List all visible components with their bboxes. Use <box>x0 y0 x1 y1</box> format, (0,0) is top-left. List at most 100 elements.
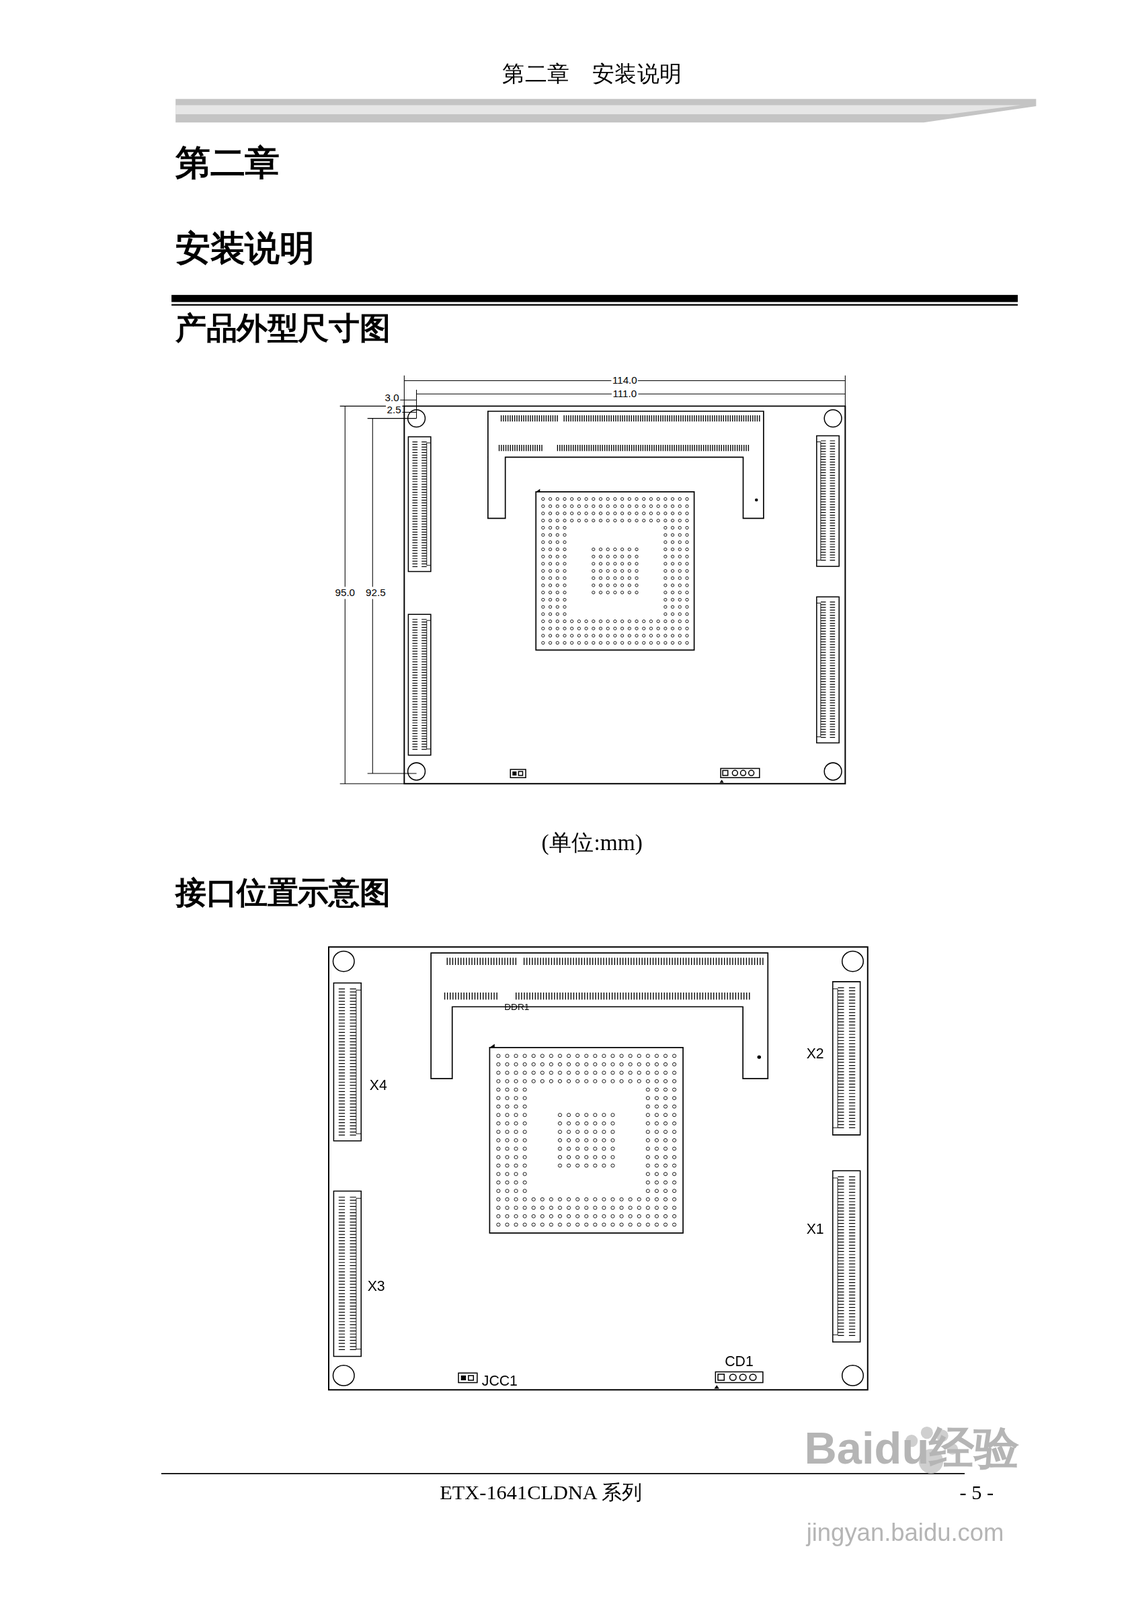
bga-ball <box>540 1206 544 1211</box>
bga-ball <box>602 1130 606 1135</box>
bga-ball <box>598 519 602 523</box>
bga-ball <box>672 1088 676 1092</box>
bga-ball <box>621 519 624 523</box>
bga-ball <box>654 1121 659 1126</box>
bga-ball <box>654 1164 659 1168</box>
bga-ball <box>505 1173 509 1177</box>
bga-package <box>489 1048 683 1234</box>
connector-outline <box>832 1171 861 1343</box>
bga-ball <box>685 598 689 601</box>
bga-ball <box>522 1062 527 1067</box>
bga-ball <box>672 1173 676 1177</box>
bga-ball <box>637 1223 641 1227</box>
bga-ball <box>628 1054 632 1059</box>
bga-ball <box>522 1173 527 1177</box>
bga-ball <box>663 1189 667 1194</box>
bga-ball <box>664 541 667 544</box>
bga-ball <box>505 1181 509 1185</box>
bga-ball <box>664 619 667 623</box>
bga-ball <box>541 547 545 551</box>
bga-ball <box>505 1197 509 1202</box>
bga-ball <box>593 1156 597 1160</box>
bga-ball <box>522 1054 527 1059</box>
bga-ball <box>611 1206 615 1211</box>
bga-ball <box>541 634 545 638</box>
bga-ball <box>606 619 610 623</box>
bga-ball <box>557 1156 562 1160</box>
bga-ball <box>557 1197 562 1202</box>
bga-ball <box>541 613 545 616</box>
bga-ball <box>628 1071 632 1075</box>
bga-ball <box>592 570 595 573</box>
bga-ball <box>627 497 631 501</box>
bga-ball <box>627 570 631 573</box>
bga-ball <box>664 497 667 501</box>
mounting-hole <box>842 1365 864 1387</box>
bga-ball <box>642 641 646 645</box>
bga-ball <box>606 570 610 573</box>
bga-ball <box>555 526 559 530</box>
bga-ball <box>576 1164 580 1168</box>
bga-ball <box>611 1164 615 1168</box>
bga-ball <box>606 555 610 558</box>
bga-ball <box>663 1164 667 1168</box>
bga-ball <box>664 576 667 580</box>
connector-outline <box>333 983 361 1142</box>
bga-ball <box>514 1189 518 1194</box>
bga-ball <box>584 1113 589 1118</box>
connector-outline <box>816 435 839 567</box>
bga-ball <box>548 584 552 587</box>
bga-ball <box>557 1062 562 1067</box>
bga-ball <box>566 1214 571 1219</box>
bga-ball <box>584 1071 589 1075</box>
bga-ball <box>555 504 559 508</box>
bga-ball <box>678 570 681 573</box>
header-bar <box>175 98 1036 123</box>
board-interface-drawing <box>328 947 868 1391</box>
bga-ball <box>505 1214 509 1219</box>
bga-ball <box>678 613 681 616</box>
bga-ball <box>654 1214 659 1219</box>
bga-ball <box>611 1147 615 1151</box>
bga-ball <box>555 555 559 558</box>
bga-ball <box>540 1054 544 1059</box>
part-name: DDR1 <box>504 1002 530 1014</box>
bga-ball <box>584 1223 589 1227</box>
bga-ball <box>505 1156 509 1160</box>
bga-ball <box>592 591 595 595</box>
bga-ball <box>584 1147 589 1151</box>
bga-ball <box>602 1121 606 1126</box>
bga-ball <box>663 1079 667 1083</box>
bga-ball <box>496 1088 501 1092</box>
bga-ball <box>548 576 552 580</box>
bga-ball <box>598 547 602 551</box>
bga-ball <box>678 591 681 595</box>
dimension-value: 114.0 <box>611 374 638 386</box>
header-pin <box>740 770 747 776</box>
bga-ball <box>663 1181 667 1185</box>
section-rule <box>171 295 1018 303</box>
ddr-pins <box>447 957 763 966</box>
bga-ball <box>606 576 610 580</box>
bga-ball <box>557 1164 562 1168</box>
bga-ball <box>557 1130 562 1135</box>
bga-ball <box>627 591 631 595</box>
bga-ball <box>635 591 638 595</box>
bga-ball <box>549 1223 553 1227</box>
bga-ball <box>654 1130 659 1135</box>
bga-ball <box>646 1113 650 1118</box>
bga-ball <box>656 497 660 501</box>
bga-ball <box>678 555 681 558</box>
bga-ball <box>549 1214 553 1219</box>
bga-ball <box>566 1147 571 1151</box>
bga-ball <box>548 570 552 573</box>
connector-notch <box>816 602 821 737</box>
bga-ball <box>522 1156 527 1160</box>
bga-ball <box>654 1223 659 1227</box>
bga-ball <box>557 1206 562 1211</box>
connector-pins <box>837 1177 856 1336</box>
bga-ball <box>540 1214 544 1219</box>
bga-ball <box>557 1054 562 1059</box>
bga-ball <box>577 627 581 630</box>
bga-ball <box>646 1173 650 1177</box>
